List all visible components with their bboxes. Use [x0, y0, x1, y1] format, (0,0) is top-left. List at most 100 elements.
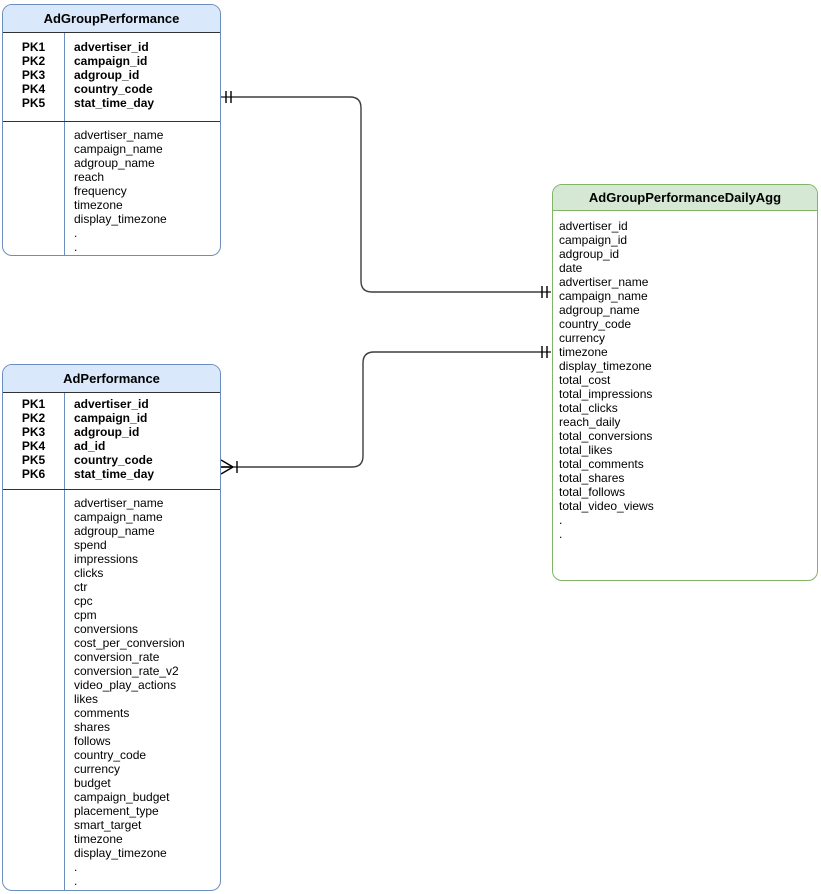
pk-label: PK6 — [21, 467, 46, 481]
primary-key-row: PK5 country_code — [3, 453, 220, 467]
pk-label-empty — [3, 874, 64, 888]
pk-label: PK3 — [21, 425, 46, 439]
pk-label-empty — [3, 650, 64, 664]
attribute-row: follows — [3, 734, 220, 748]
attribute-row: likes — [3, 692, 220, 706]
attribute-row: country_code — [3, 748, 220, 762]
field-name: clicks — [74, 566, 104, 580]
pk-label: PK5 — [21, 96, 46, 110]
field-name: stat_time_day — [74, 467, 155, 481]
cardinality-one-and-only-one-marker — [541, 346, 548, 358]
attribute-row: conversion_rate — [3, 650, 220, 664]
field-name: total_clicks — [559, 401, 618, 415]
attribute-row: cost_per_conversion — [3, 636, 220, 650]
field-name: advertiser_name — [559, 275, 649, 289]
field-name: ad_id — [74, 439, 106, 453]
attribute-row: smart_target — [3, 818, 220, 832]
pk-label-empty — [3, 170, 64, 184]
attributes-section: advertiser_name campaign_name adgroup_na… — [3, 489, 220, 890]
field-name: cpc — [74, 594, 93, 608]
attribute-row: spend — [3, 538, 220, 552]
field-name: country_code — [74, 748, 147, 762]
attribute-row: campaign_id — [553, 233, 817, 247]
attribute-row: total_likes — [553, 443, 817, 457]
pk-label-empty — [3, 846, 64, 860]
field-name: adgroup_id — [74, 68, 140, 82]
field-name: conversions — [74, 622, 139, 636]
pk-label-empty — [3, 552, 64, 566]
field-name: campaign_id — [74, 54, 148, 68]
entity-adgroup-performance[interactable]: AdGroupPerformance PK1 advertiser_id PK2… — [2, 4, 221, 256]
pk-label-empty — [3, 664, 64, 678]
pk-label: PK1 — [21, 40, 46, 54]
relationship-adperformance-to-dailyagg[interactable] — [220, 346, 551, 475]
attribute-row: total_shares — [553, 471, 817, 485]
field-name: campaign_id — [559, 233, 628, 247]
attribute-row: currency — [3, 762, 220, 776]
entity-adgroup-performance-daily-agg[interactable]: AdGroupPerformanceDailyAgg advertiser_id… — [552, 184, 818, 581]
attribute-row: campaign_name — [553, 289, 817, 303]
field-name: advertiser_id — [74, 40, 149, 54]
attribute-row: . — [3, 860, 220, 874]
field-name: impressions — [74, 552, 139, 566]
primary-key-row: PK4 ad_id — [3, 439, 220, 453]
pk-label-empty — [3, 566, 64, 580]
field-name: . — [74, 240, 78, 254]
field-name: video_play_actions — [74, 678, 177, 692]
field-name: adgroup_name — [74, 156, 155, 170]
pk-label-empty — [3, 832, 64, 846]
attribute-row: total_cost — [553, 373, 817, 387]
field-name: ctr — [74, 580, 88, 594]
attribute-row: adgroup_name — [3, 156, 220, 170]
pk-label-empty — [3, 622, 64, 636]
entity-body: advertiser_id campaign_id adgroup_id dat… — [553, 211, 817, 580]
field-name: total_shares — [559, 471, 625, 485]
pk-label: PK5 — [21, 453, 46, 467]
field-name: adgroup_id — [74, 425, 140, 439]
pk-label-empty — [3, 184, 64, 198]
pk-label: PK4 — [21, 82, 46, 96]
attribute-row: reach_daily — [553, 415, 817, 429]
attribute-row: . — [3, 226, 220, 240]
pk-label-empty — [3, 748, 64, 762]
pk-label-empty — [3, 720, 64, 734]
pk-label-empty — [3, 128, 64, 142]
attribute-row: conversion_rate_v2 — [3, 664, 220, 678]
primary-key-row: PK6 stat_time_day — [3, 467, 220, 481]
attribute-row: display_timezone — [3, 212, 220, 226]
pk-label-empty — [3, 776, 64, 790]
pk-label-empty — [3, 734, 64, 748]
field-name: display_timezone — [74, 212, 167, 226]
pk-label-empty — [3, 510, 64, 524]
field-name: campaign_name — [559, 289, 648, 303]
field-name: adgroup_name — [74, 524, 155, 538]
attribute-row: total_impressions — [553, 387, 817, 401]
pk-label: PK3 — [21, 68, 46, 82]
relationship-adgroupperformance-to-dailyagg[interactable] — [221, 91, 551, 298]
pk-label-empty — [3, 496, 64, 510]
attribute-row: ctr — [3, 580, 220, 594]
pk-label-empty — [3, 608, 64, 622]
attribute-row: adgroup_name — [3, 524, 220, 538]
pk-label-empty — [3, 706, 64, 720]
field-name: reach — [74, 170, 105, 184]
field-name: country_code — [559, 317, 632, 331]
attribute-row: placement_type — [3, 804, 220, 818]
field-name: total_conversions — [559, 429, 653, 443]
pk-label-empty — [3, 212, 64, 226]
attribute-row: campaign_name — [3, 510, 220, 524]
attribute-row: . — [3, 874, 220, 888]
entity-ad-performance[interactable]: AdPerformance PK1 advertiser_id PK2 camp… — [2, 364, 221, 891]
attribute-row: clicks — [3, 566, 220, 580]
attribute-row: total_conversions — [553, 429, 817, 443]
field-name: currency — [559, 331, 606, 345]
field-name: stat_time_day — [74, 96, 155, 110]
field-name: total_likes — [559, 443, 613, 457]
attribute-row: total_comments — [553, 457, 817, 471]
cardinality-one-and-only-one-marker — [225, 91, 232, 103]
pk-label: PK1 — [21, 397, 46, 411]
attribute-row: total_follows — [553, 485, 817, 499]
field-name: date — [559, 261, 583, 275]
attribute-row: total_video_views — [553, 499, 817, 513]
